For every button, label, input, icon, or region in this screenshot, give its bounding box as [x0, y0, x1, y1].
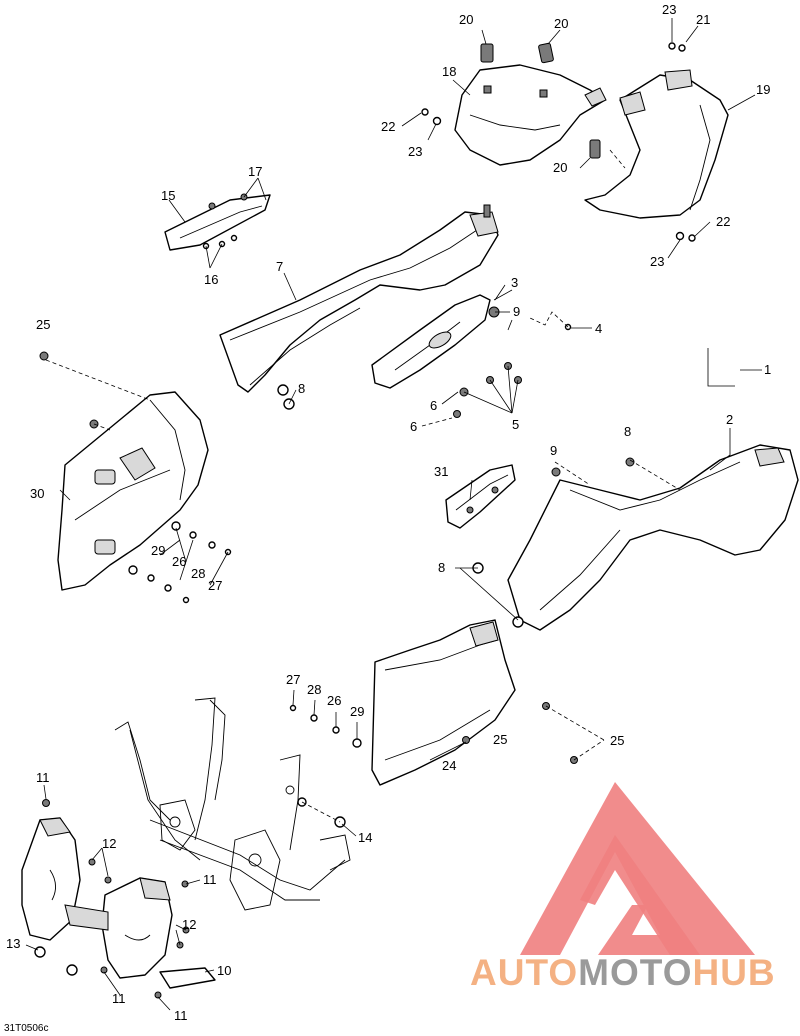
callout-26: 26 [172, 554, 186, 569]
part-31-bracket [445, 464, 516, 529]
callout-7: 7 [276, 259, 283, 274]
callout-6b: 6 [410, 419, 417, 434]
callout-8: 8 [298, 381, 305, 396]
watermark-triangle-inner-icon [580, 835, 700, 955]
frame-reference [114, 697, 351, 911]
callout-22b: 22 [716, 214, 730, 229]
callout-29b: 29 [350, 704, 364, 719]
callout-17: 17 [248, 164, 262, 179]
callout-18: 18 [442, 64, 456, 79]
part-18-fender [454, 64, 607, 166]
drawing-code: 31T0506c [4, 1023, 48, 1034]
callout-8c: 8 [438, 560, 445, 575]
callout-5: 5 [512, 417, 519, 432]
part-24-panel [371, 619, 578, 786]
callout-9: 9 [513, 304, 520, 319]
callout-21: 21 [696, 12, 710, 27]
callout-25b: 25 [493, 732, 507, 747]
callout-25c: 25 [610, 733, 624, 748]
callout-30: 30 [30, 486, 44, 501]
callout-9b: 9 [550, 443, 557, 458]
callout-11b: 11 [203, 872, 217, 887]
callout-28: 28 [191, 566, 205, 581]
callout-6: 6 [430, 398, 437, 413]
part-2-console [472, 444, 799, 631]
callout-11d: 11 [174, 1008, 188, 1023]
callout-11c: 11 [112, 991, 126, 1006]
leader-lines [25, 18, 762, 1011]
part-30-side-cover [57, 391, 209, 591]
callout-22: 22 [381, 119, 395, 134]
callout-23: 23 [662, 2, 676, 17]
part-left-lower-cover [21, 817, 81, 941]
fasteners-26-29 [39, 351, 232, 604]
callout-27b: 27 [286, 672, 300, 687]
callout-23c: 23 [650, 254, 664, 269]
callout-26b: 26 [327, 693, 341, 708]
callout-8b: 8 [624, 424, 631, 439]
part-10-front-cover [64, 877, 216, 989]
callout-31: 31 [434, 464, 448, 479]
callout-11: 11 [36, 770, 50, 785]
callout-15: 15 [161, 188, 175, 203]
fasteners-18-19 [421, 42, 696, 242]
watermark-logo: AUTOMOTOHUB [470, 782, 776, 993]
callout-19: 19 [756, 82, 770, 97]
callout-13: 13 [6, 936, 20, 951]
callout-27: 27 [208, 578, 222, 593]
callout-2: 2 [726, 412, 733, 427]
callout-20c: 20 [553, 160, 567, 175]
callout-12b: 12 [182, 917, 196, 932]
part-3-bracket [371, 294, 500, 389]
callout-3: 3 [511, 275, 518, 290]
callout-labels: 1 2 3 4 5 6 6 7 8 8 8 9 9 10 11 11 11 11… [6, 2, 771, 1023]
callout-20: 20 [459, 12, 473, 27]
callout-14: 14 [358, 830, 372, 845]
part-19-fender-side [584, 69, 729, 219]
fasteners-11-14 [34, 797, 346, 999]
part-15-bracket [164, 193, 271, 251]
callout-10: 10 [217, 963, 231, 978]
callout-23b: 23 [408, 144, 422, 159]
watermark-word-auto: AUTOMOTOHUB [470, 952, 776, 993]
callout-16: 16 [204, 272, 218, 287]
callout-29: 29 [151, 543, 165, 558]
callout-4: 4 [595, 321, 602, 336]
part-7-console [219, 204, 499, 393]
callout-1: 1 [764, 362, 771, 377]
callout-20b: 20 [554, 16, 568, 31]
callout-12: 12 [102, 836, 116, 851]
callout-24: 24 [442, 758, 456, 773]
callout-28b: 28 [307, 682, 321, 697]
callout-25: 25 [36, 317, 50, 332]
